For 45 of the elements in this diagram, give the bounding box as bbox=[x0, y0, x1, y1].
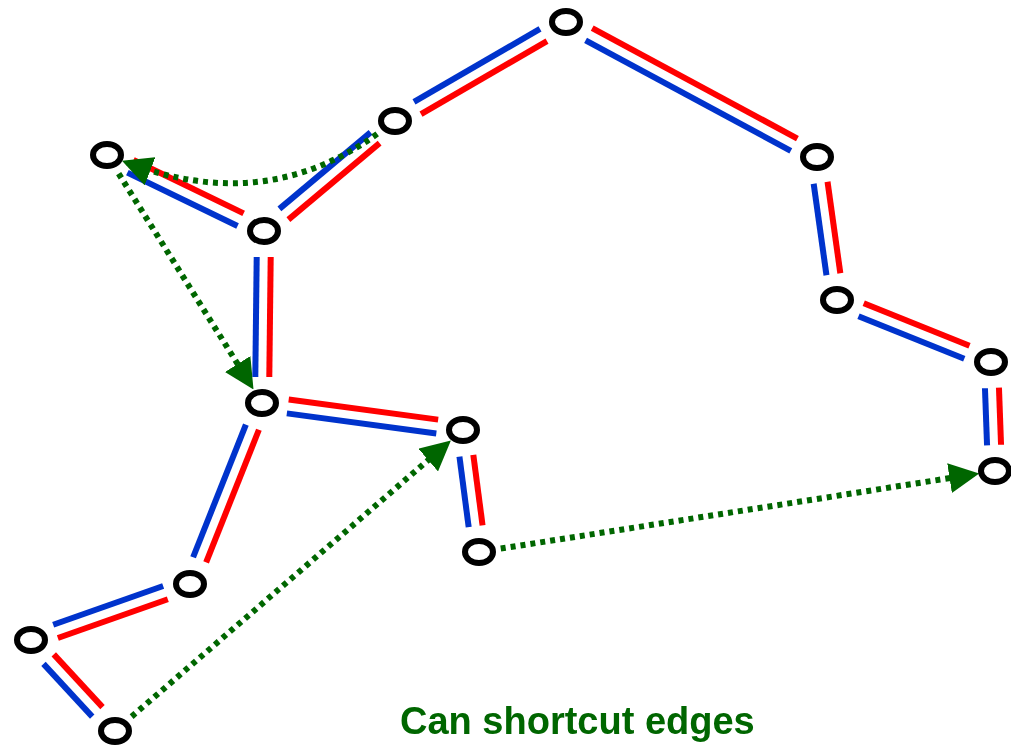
vertex-circle bbox=[446, 416, 480, 444]
dotted-arrow bbox=[129, 440, 451, 719]
edge-line bbox=[286, 410, 437, 437]
edge-line bbox=[470, 454, 486, 526]
edge-line bbox=[995, 387, 1005, 445]
edge-line bbox=[126, 169, 239, 229]
vertex-circle bbox=[247, 217, 281, 245]
vertex-circle bbox=[90, 141, 124, 169]
vertex-circle bbox=[14, 626, 48, 654]
vertex-circle bbox=[800, 143, 834, 171]
edge-line bbox=[51, 652, 105, 710]
vertex-circle bbox=[549, 8, 583, 36]
dotted-arrow bbox=[121, 131, 379, 187]
edge-line bbox=[456, 456, 472, 528]
vertex-circle bbox=[378, 107, 412, 135]
edge-line bbox=[981, 388, 991, 446]
edge-line bbox=[288, 396, 439, 423]
edge-line bbox=[286, 140, 382, 222]
edge-line bbox=[277, 130, 373, 212]
edge-line bbox=[132, 157, 245, 217]
caption-text: Can shortcut edges bbox=[400, 700, 755, 743]
vertex-circle bbox=[245, 389, 279, 417]
edge-line bbox=[590, 25, 799, 142]
edge-line bbox=[862, 300, 971, 349]
dotted-arrow bbox=[116, 172, 254, 390]
edge-line bbox=[857, 313, 966, 362]
edge-line bbox=[824, 181, 844, 274]
edge-line bbox=[584, 37, 793, 154]
edge-line bbox=[412, 26, 542, 105]
vertex-circle bbox=[462, 538, 496, 566]
vertex-circle bbox=[98, 717, 132, 745]
edge-line bbox=[52, 583, 165, 628]
vertex-circle bbox=[820, 286, 854, 314]
edge-line bbox=[56, 596, 169, 641]
vertex-circle bbox=[974, 348, 1008, 376]
edge-line bbox=[252, 256, 260, 377]
edge-line bbox=[203, 428, 262, 564]
edge-line bbox=[190, 423, 249, 559]
edge-line bbox=[41, 661, 95, 719]
dotted-arrow bbox=[500, 463, 980, 552]
vertex-circle bbox=[978, 457, 1011, 485]
edge-line bbox=[419, 38, 549, 117]
edge-line bbox=[266, 257, 274, 378]
vertex-circle bbox=[173, 570, 207, 598]
edge-line bbox=[810, 183, 830, 276]
